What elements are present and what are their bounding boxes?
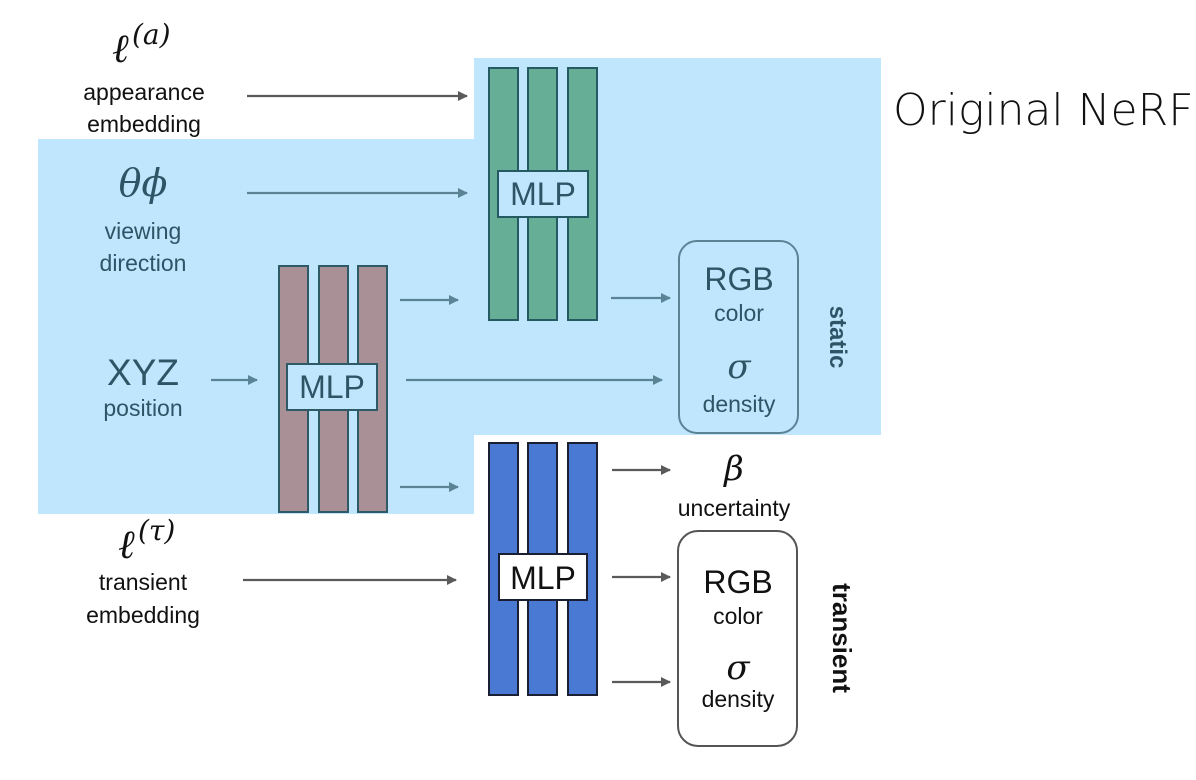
static-mlp-label-box xyxy=(497,170,589,218)
static-region xyxy=(38,58,881,514)
viewing-symbol: θϕ xyxy=(119,161,168,205)
transient-symbol: ℓ xyxy=(118,522,135,568)
viewing-label-line1: viewing xyxy=(105,218,182,244)
transient-label-line2: embedding xyxy=(86,602,200,628)
transient-sigma-caption: density xyxy=(702,686,775,712)
transient-beta-caption: uncertainty xyxy=(678,495,791,521)
position-trunk-mlp: MLP xyxy=(278,265,388,513)
static-sigma-caption: density xyxy=(703,391,776,417)
static-output-frame xyxy=(678,240,799,434)
transient-label-line1: transient xyxy=(99,569,188,595)
transient-beta: β xyxy=(722,449,744,489)
transient-rgb: RGB xyxy=(703,564,772,600)
transient-superscript: (τ) xyxy=(138,514,175,547)
appearance-embedding-input: ℓ (a) appearance embedding xyxy=(83,18,205,137)
transient-mlp-label-box xyxy=(498,553,588,601)
transient-sigma: σ xyxy=(726,648,750,688)
static-mlp-label: MLP xyxy=(510,176,576,212)
trunk-mlp-label: MLP xyxy=(299,369,365,405)
transient-output-frame xyxy=(677,530,798,747)
viewing-direction-input: θϕ viewing direction xyxy=(100,161,187,276)
transient-side-label: transient xyxy=(827,583,857,693)
transient-embedding-input: ℓ (τ) transient embedding xyxy=(86,514,200,628)
transient-output-box: RGB color σ density xyxy=(677,530,798,747)
transient-head-mlp: MLP xyxy=(488,442,598,696)
static-output-box: RGB color σ density xyxy=(678,240,799,434)
transient-rgb-caption: color xyxy=(713,603,763,629)
trunk-mlp-label-box xyxy=(286,363,378,411)
static-sigma: σ xyxy=(727,347,751,387)
static-side-label: static xyxy=(824,306,851,369)
appearance-symbol: ℓ xyxy=(112,26,129,72)
position-input: XYZ position xyxy=(103,352,182,421)
appearance-label-line2: embedding xyxy=(87,111,201,137)
appearance-superscript: (a) xyxy=(132,18,171,51)
position-label: position xyxy=(103,395,182,421)
diagram-title: Original NeRF xyxy=(893,85,1194,136)
static-rgb: RGB xyxy=(704,261,773,297)
static-head-mlp: MLP xyxy=(488,67,598,321)
viewing-label-line2: direction xyxy=(100,250,187,276)
transient-mlp-label: MLP xyxy=(510,560,576,596)
appearance-label-line1: appearance xyxy=(83,79,205,105)
static-rgb-caption: color xyxy=(714,300,764,326)
position-symbol: XYZ xyxy=(107,352,179,393)
